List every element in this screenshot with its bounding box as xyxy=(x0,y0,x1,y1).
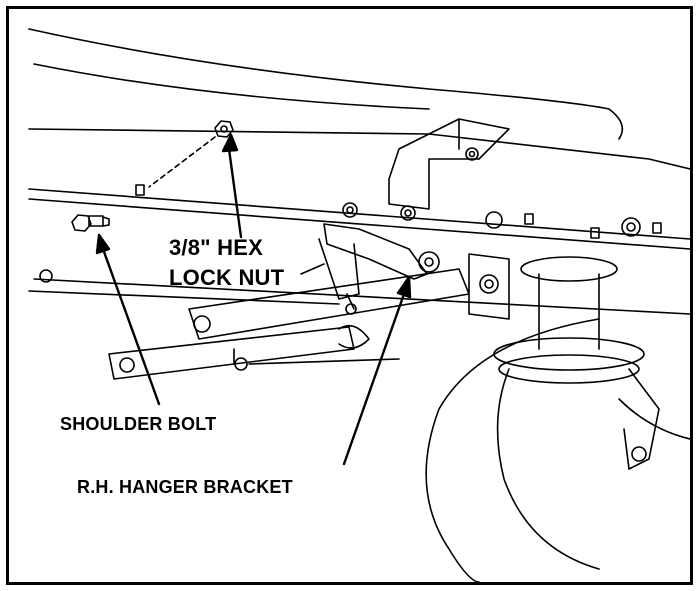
hex-lock-nut-label-line1: 3/8" HEX xyxy=(169,235,263,260)
assembly-illustration xyxy=(28,28,690,582)
body-panel-lines xyxy=(28,28,690,315)
illustration-frame: 3/8" HEX LOCK NUT SHOULDER BOLT R.H. HAN… xyxy=(6,6,693,585)
shoulder-bolt-part xyxy=(71,214,110,232)
shoulder-bolt-label: SHOULDER BOLT xyxy=(60,414,217,434)
hex-lock-nut-part xyxy=(148,120,234,188)
hex-lock-nut-label-line2: LOCK NUT xyxy=(169,265,285,290)
callout-arrows xyxy=(95,133,412,466)
frame-rail-fasteners xyxy=(39,184,662,283)
rh-hanger-bracket-label: R.H. HANGER BRACKET xyxy=(77,477,293,497)
hanger-bracket-assembly xyxy=(108,223,510,380)
upper-bracket xyxy=(388,118,510,210)
wheel-assembly xyxy=(425,256,690,582)
